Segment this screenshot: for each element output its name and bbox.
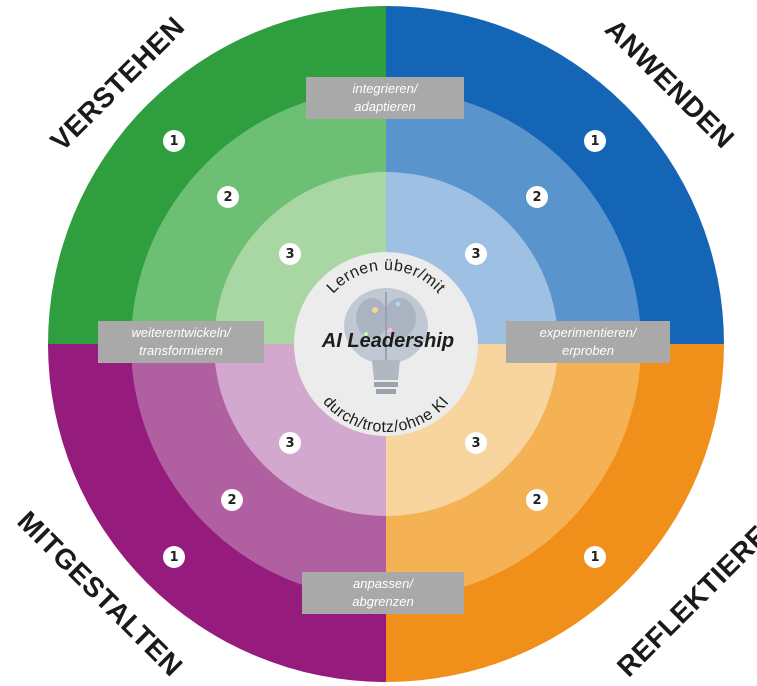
tag-top-line2: adaptieren xyxy=(354,99,416,114)
badge-tr-2: 2 xyxy=(526,186,548,208)
tag-top-line1: integrieren/ xyxy=(352,81,418,96)
badge-tr-1: 1 xyxy=(584,130,606,152)
badge-tl-3: 3 xyxy=(279,243,301,265)
tag-bottom-line1: anpassen/ xyxy=(353,576,413,591)
tag-left-line1: weiterentwickeln/ xyxy=(131,325,231,340)
badge-bl-3: 3 xyxy=(279,432,301,454)
badge-tr-3: 3 xyxy=(465,243,487,265)
badge-bl-2: 2 xyxy=(221,489,243,511)
badge-br-1: 1 xyxy=(584,546,606,568)
tag-bottom: anpassen/ abgrenzen xyxy=(302,572,464,614)
tag-right-line2: erproben xyxy=(561,343,615,358)
badge-br-3: 3 xyxy=(465,432,487,454)
tag-bottom-line2: abgrenzen xyxy=(352,594,414,609)
tag-left-line2: transformieren xyxy=(139,343,223,358)
tag-top: integrieren/ adaptieren xyxy=(306,77,464,119)
badge-br-2: 2 xyxy=(526,489,548,511)
brain-lightbulb-icon xyxy=(344,288,428,394)
badge-tl-2: 2 xyxy=(217,186,239,208)
tag-right: experimentieren/ erproben xyxy=(506,321,670,363)
center-title: AI Leadership xyxy=(321,330,455,352)
badge-tl-1: 1 xyxy=(163,130,185,152)
badge-bl-1: 1 xyxy=(163,546,185,568)
tag-left: weiterentwickeln/ transformieren xyxy=(98,321,264,363)
tag-right-line1: experimentieren/ xyxy=(539,325,637,340)
